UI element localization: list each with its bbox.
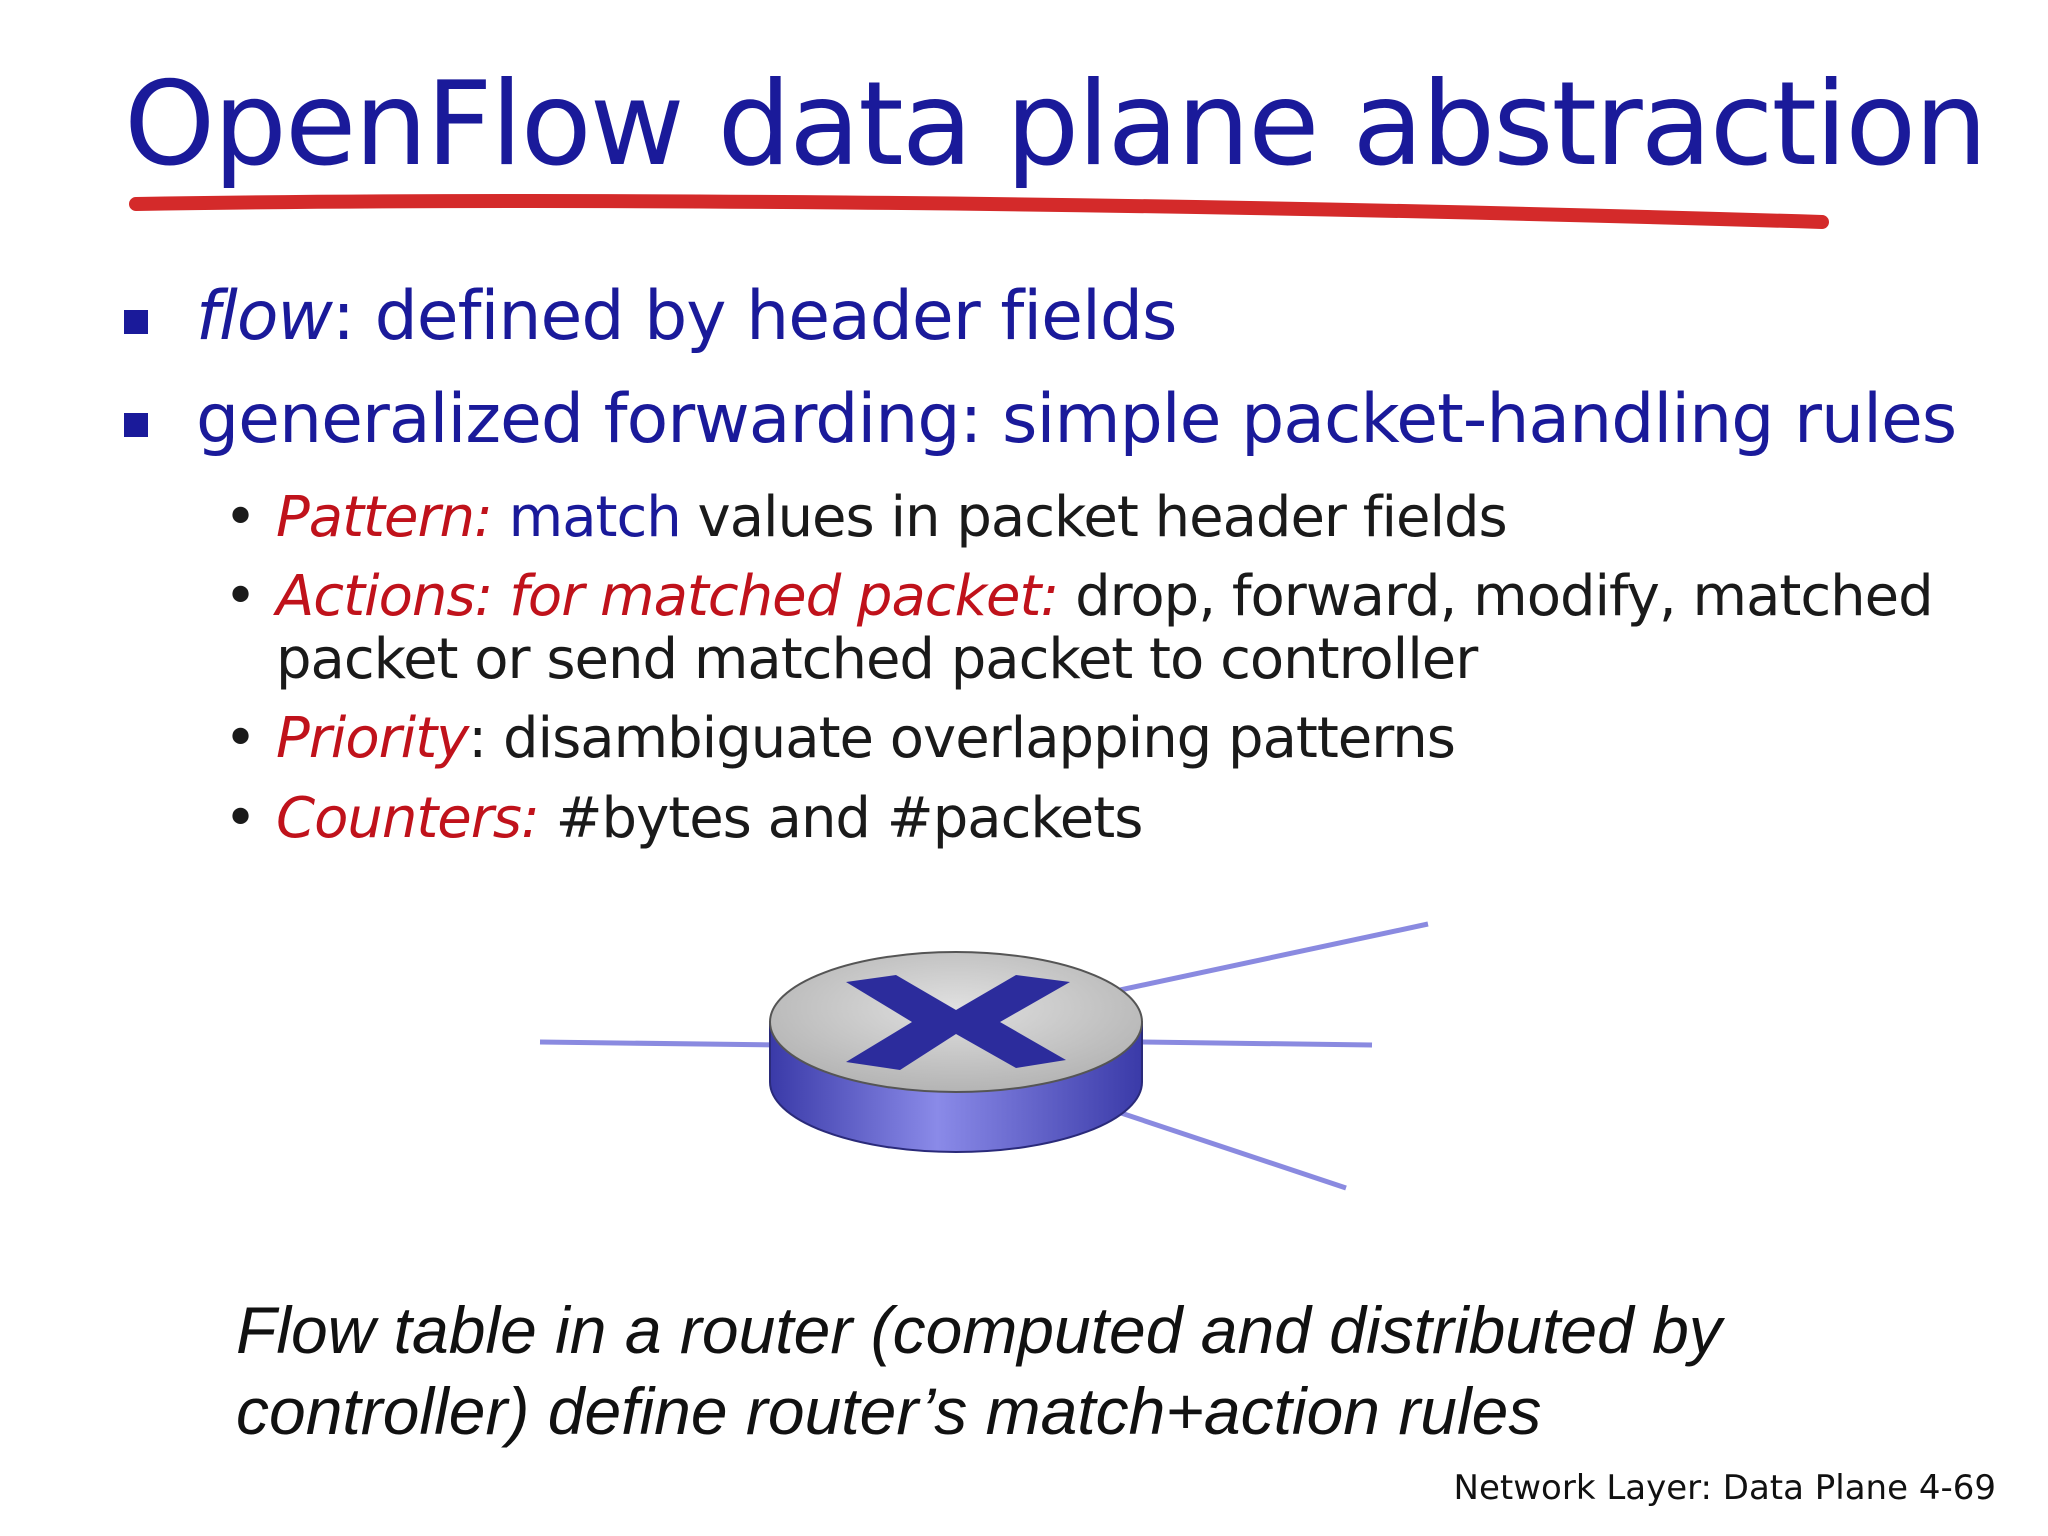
bullet-flow: flow: defined by header fields <box>124 277 2024 356</box>
sub-bullet-pattern: • Pattern: match values in packet header… <box>222 484 2024 550</box>
dot-bullet-icon: • <box>224 563 257 629</box>
caption: Flow table in a router (computed and dis… <box>236 1293 1722 1448</box>
dot-bullet-icon: • <box>224 785 257 851</box>
sub-bullet-list: • Pattern: match values in packet header… <box>222 484 2024 851</box>
bullet-flow-text: : defined by header fields <box>332 277 1177 356</box>
slide-footer: Network Layer: Data Plane 4-69 <box>1453 1468 1996 1508</box>
actions-label: Actions: for matched packet: <box>276 563 1059 629</box>
pattern-text: values in packet header fields <box>680 484 1508 550</box>
priority-text: : disambiguate overlapping patterns <box>468 706 1456 772</box>
bullet-flow-term: flow <box>196 277 333 356</box>
title-underline <box>129 194 1829 229</box>
dot-bullet-icon: • <box>224 484 257 550</box>
pattern-label: Pattern: <box>276 484 493 550</box>
sub-bullet-counters: • Counters: #bytes and #packets <box>222 785 2024 851</box>
sub-bullet-actions: • Actions: for matched packet: drop, for… <box>222 565 1996 692</box>
dot-bullet-icon: • <box>224 706 257 772</box>
router-icon <box>769 951 1143 1153</box>
square-bullet-icon <box>124 310 148 334</box>
pattern-highlight: match <box>491 484 682 550</box>
sub-bullet-priority: • Priority: disambiguate overlapping pat… <box>222 706 2024 772</box>
square-bullet-icon <box>124 412 148 437</box>
link-lines <box>539 921 1429 1191</box>
bullet-generalized-text: generalized forwarding: simple packet-ha… <box>196 379 1957 459</box>
slide-title: OpenFlow data plane abstraction <box>124 57 1988 192</box>
bullet-list: flow: defined by header fields generaliz… <box>124 277 2024 866</box>
bullet-generalized-forwarding: generalized forwarding: simple packet-ha… <box>124 379 2024 459</box>
counters-label: Counters: <box>276 785 540 851</box>
counters-text: #bytes and #packets <box>538 785 1144 851</box>
priority-label: Priority <box>276 706 469 772</box>
actions-text: drop, forward, modify, matched packet or… <box>276 563 1934 693</box>
